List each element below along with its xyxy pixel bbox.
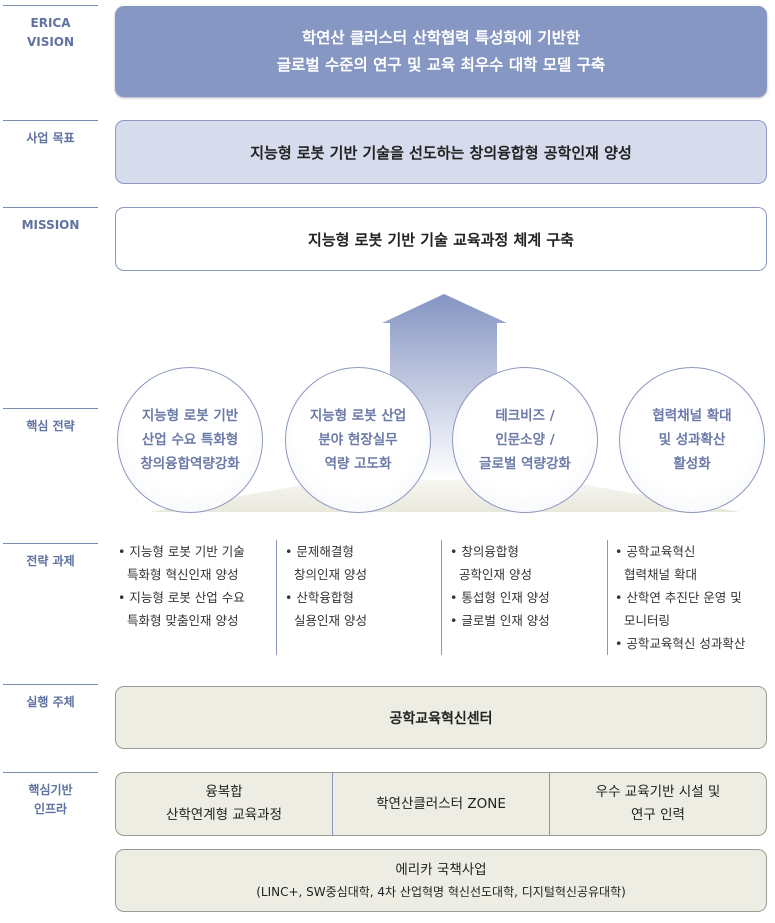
- task-item: • 글로벌 인재 양성: [450, 613, 550, 628]
- column-divider: [441, 540, 442, 655]
- national-projects-box: 에리카 국책사업 (LINC+, SW중심대학, 4차 산업혁명 혁신선도대학,…: [115, 849, 767, 912]
- national-projects-title: 에리카 국책사업: [395, 861, 487, 878]
- label-vision: ERICA VISION: [3, 5, 98, 52]
- task-item: • 공학교육혁신 협력채널 확대: [615, 544, 697, 582]
- mission-box: 지능형 로봇 기반 기술 교육과정 체계 구축: [115, 207, 767, 271]
- task-item: • 산학연 추진단 운영 및 모니터링: [615, 590, 742, 628]
- label-tasks: 전략 과제: [3, 543, 98, 571]
- label-goal: 사업 목표: [3, 120, 98, 148]
- strategy-circle-1: 지능형 로봇 기반 산업 수요 특화형 창의융합역량강화: [117, 367, 263, 513]
- strategy-circle-3: 테크비즈 / 인문소양 / 글로벌 역량강화: [452, 367, 598, 513]
- column-divider: [607, 540, 608, 655]
- task-column-4: • 공학교육혁신 협력채널 확대 • 산학연 추진단 운영 및 모니터링 • 공…: [615, 540, 745, 655]
- task-item: • 지능형 로봇 산업 수요 특화형 맞춤인재 양성: [118, 590, 245, 628]
- task-column-1: • 지능형 로봇 기반 기술 특화형 혁신인재 양성 • 지능형 로봇 산업 수…: [118, 540, 245, 632]
- base-shadow: [150, 460, 740, 512]
- infra-cell-facilities: 우수 교육기반 시설 및 연구 인력: [549, 773, 766, 835]
- label-mission: MISSION: [3, 207, 98, 235]
- label-strategy: 핵심 전략: [3, 408, 98, 436]
- executor-box: 공학교육혁신센터: [115, 686, 767, 749]
- column-divider: [276, 540, 277, 655]
- task-item: • 공학교육혁신 성과확산: [615, 636, 746, 651]
- goal-box: 지능형 로봇 기반 기술을 선도하는 창의융합형 공학인재 양성: [115, 120, 767, 184]
- vision-box: 학연산 클러스터 산학협력 특성화에 기반한 글로벌 수준의 연구 및 교육 최…: [115, 6, 767, 97]
- task-item: • 통섭형 인재 양성: [450, 590, 550, 605]
- task-item: • 창의융합형 공학인재 양성: [450, 544, 532, 582]
- national-projects-list: (LINC+, SW중심대학, 4차 산업혁명 혁신선도대학, 디지털혁신공유대…: [256, 884, 626, 899]
- infra-cell-curriculum: 융복합 산학연계형 교육과정: [165, 784, 283, 823]
- label-executor: 실행 주체: [3, 684, 98, 712]
- task-column-3: • 창의융합형 공학인재 양성 • 통섭형 인재 양성 • 글로벌 인재 양성: [450, 540, 550, 632]
- task-column-2: • 문제해결형 창의인재 양성 • 산학융합형 실용인재 양성: [285, 540, 367, 632]
- strategy-circle-2: 지능형 로봇 산업 분야 현장실무 역량 고도화: [285, 367, 431, 513]
- label-infra: 핵심기반 인프라: [3, 772, 98, 819]
- infra-box: 융복합 산학연계형 교육과정 학연산클러스터 ZONE 우수 교육기반 시설 및…: [115, 772, 767, 836]
- task-item: • 지능형 로봇 기반 기술 특화형 혁신인재 양성: [118, 544, 245, 582]
- strategy-circle-4: 협력채널 확대 및 성과확산 활성화: [619, 367, 765, 513]
- task-item: • 문제해결형 창의인재 양성: [285, 544, 367, 582]
- infra-cell-zone: 학연산클러스터 ZONE: [332, 773, 549, 835]
- task-item: • 산학융합형 실용인재 양성: [285, 590, 367, 628]
